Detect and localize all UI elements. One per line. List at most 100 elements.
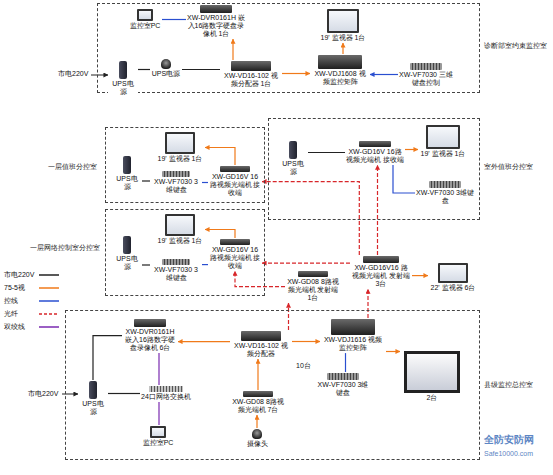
connector	[342, 43, 343, 54]
legend-line-sample	[39, 313, 59, 315]
device-box: XW-VDJ1608 视频监控矩阵	[310, 54, 370, 87]
connector	[158, 402, 159, 425]
region-box: 室外值班分控室UPS电源XW-GD16V 16路视频光端机 接收端19' 监视器…	[268, 118, 480, 220]
device-box: XW-VF7030 三维键盘控制	[398, 62, 454, 88]
connector	[412, 275, 428, 276]
device-box: 19' 监视器 1台	[155, 131, 205, 164]
connector	[345, 353, 346, 372]
connector	[262, 182, 359, 255]
device-box: XW-GD16V 16路视频光端机 接收端	[208, 238, 262, 271]
connector	[93, 336, 122, 380]
legend-row: 双绞线	[4, 320, 60, 333]
connector	[142, 264, 150, 265]
device-label: 22' 监视器 6台	[431, 284, 476, 292]
device-label: 19' 监视器 1台	[321, 34, 366, 42]
connector	[235, 271, 285, 287]
device-box: XW-VD16-102 视频分配器	[230, 330, 292, 359]
legend-line-sample	[39, 300, 59, 302]
device-box: XW-VF7030 3维键盘	[415, 180, 475, 206]
legend-text: 75-5视	[4, 283, 38, 293]
device-icon	[298, 271, 328, 277]
monitor-icon	[438, 263, 468, 283]
connector	[182, 69, 220, 70]
device-label: XW-GD16V 16路视频光端机 接收端	[346, 148, 404, 164]
legend-text: 双绞线	[4, 322, 38, 332]
device-box: UPS电源	[112, 235, 142, 272]
connector	[142, 180, 150, 181]
device-box: 24口网络交换机	[140, 385, 192, 402]
mains-feed-line	[91, 75, 108, 76]
region-box: 县级监控总控室UPS电源XW-DVR0161H 嵌入16路数字硬盘录像机 6台2…	[65, 310, 480, 460]
region-label: 诊断部室约束监控室	[484, 42, 550, 50]
device-label: XW-GD16V 16路视频光端机 接收端	[209, 173, 261, 197]
region-box: 一层值班分控室UPS电源19' 监视器 1台XW-VF7030 3维键盘XW-G…	[105, 127, 265, 203]
device-icon	[243, 391, 273, 397]
region-box: 诊断部室约束监控室监控室PCXW-DVR0161H 嵌入16路数字硬盘录像机 1…	[97, 3, 480, 93]
device-box: 19' 监视器 1台	[418, 124, 468, 159]
region-label: 一层网络控制室分控室	[30, 244, 104, 252]
region-box: 一层网络控制室分控室UPS电源19' 监视器 1台XW-GD16V 16路视频光…	[105, 209, 265, 296]
connector	[282, 73, 310, 74]
connector	[257, 359, 258, 390]
note-label: 市电220V	[28, 390, 64, 398]
device-box: UPS电源	[278, 140, 308, 177]
device-label: XW-VD16-102 视频分配器 1台	[221, 72, 281, 88]
device-label: XW-VF7030 3维键盘	[416, 189, 474, 205]
note-label: 市电220V	[58, 70, 96, 78]
device-label: XW-DVR0161H 嵌入16路数字硬盘录像机 1台	[187, 14, 245, 38]
device-icon	[359, 141, 391, 147]
device-label: 24口网络交换机	[141, 393, 191, 401]
device-label: XW-VDJ1616 视频监控矩阵	[321, 336, 385, 352]
ups-icon	[123, 236, 131, 254]
pc-icon	[150, 426, 166, 438]
legend-row: 75-5视	[4, 281, 60, 294]
device-box: XW-VDJ1616 视频监控矩阵	[320, 318, 386, 353]
device-icon	[331, 319, 375, 335]
device-box: XW-DVR0161H 嵌入16路数字硬盘录像机 1台	[186, 4, 246, 39]
device-label: 19' 监视器 1台	[421, 150, 466, 158]
connector	[178, 341, 230, 342]
device-icon	[318, 55, 362, 69]
legend-line	[38, 311, 60, 317]
device-label: XW-GD08 8路视频光端机 7台	[231, 398, 285, 414]
device-icon	[220, 239, 250, 245]
device-icon	[200, 5, 232, 13]
device-label: XW-GD08 8路视频光端机 发射端1台	[286, 278, 340, 302]
legend-row: 控线	[4, 294, 60, 307]
connector	[108, 393, 140, 394]
device-label: XW-VF7030 3维键盘	[151, 266, 201, 282]
keyboard-icon	[429, 181, 461, 188]
device-icon	[231, 61, 271, 71]
device-label: XW-VF7030 3维键盘	[151, 178, 201, 194]
device-box: XW-GD16V 16路视频光端机 接收端	[208, 165, 262, 198]
device-icon	[134, 319, 166, 327]
device-box: XW-VD16-102 视频分配器 1台	[220, 60, 282, 89]
note-label: Safe10000.com	[484, 450, 550, 458]
device-label: XW-DVR0161H 嵌入16路数字硬盘录像机 6台	[123, 328, 177, 352]
device-icon	[241, 331, 281, 341]
connector	[367, 289, 368, 318]
device-label: 监控室PC	[143, 439, 174, 447]
connector	[205, 148, 235, 166]
region-label: 一层值班分控室	[48, 163, 104, 171]
device-box: 2台	[400, 350, 464, 403]
device-label: 19' 监视器 1台	[158, 237, 203, 245]
keyboard-icon	[162, 259, 190, 265]
connector	[405, 149, 418, 150]
device-label: XW-GD16V 16路视频光端机 接收端	[209, 246, 261, 270]
device-label: XW-VF7030 三维键盘控制	[399, 71, 453, 87]
connector	[370, 74, 398, 75]
device-box: 19' 监视器 1台	[155, 213, 205, 246]
ups-icon	[289, 141, 297, 159]
device-label: XW-VDJ1608 视频监控矩阵	[311, 70, 369, 86]
connector	[377, 165, 378, 255]
device-box: XW-VF7030 3维键盘	[315, 372, 371, 398]
legend-text: 光纤	[4, 309, 38, 319]
device-label: UPS电源	[79, 400, 107, 416]
monitor-icon	[426, 125, 460, 149]
legend-line	[38, 285, 60, 291]
device-box: 监控室PC	[128, 8, 162, 31]
device-box: 监控室PC	[138, 425, 178, 448]
device-box: XW-GD08 8路视频光端机 7台	[230, 390, 286, 415]
connector	[308, 152, 345, 153]
